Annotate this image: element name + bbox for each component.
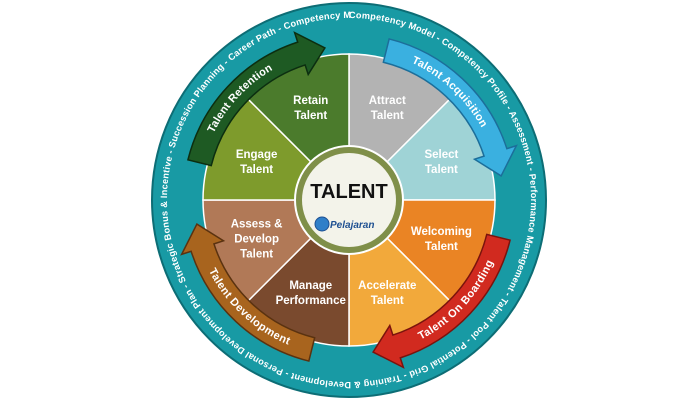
segment-label-line: Talent [294, 110, 327, 122]
segment-label-line: Performance [276, 295, 346, 307]
arrow-3 [187, 31, 326, 167]
segment-label-line: Assess & [231, 218, 283, 230]
segment-label-line: Talent [425, 164, 458, 176]
arrow-1 [372, 233, 511, 369]
segment-label-line: Manage [289, 280, 332, 292]
globe-icon [314, 216, 330, 232]
segment-label-line: Retain [293, 95, 328, 107]
segment-label-line: Develop [234, 233, 279, 245]
segment-label-line: Engage [236, 149, 278, 161]
center-title: TALENT [310, 181, 387, 203]
pelajaran-logo: Pelajaran [314, 216, 374, 232]
arrow-0 [382, 38, 518, 177]
segment-label-line: Talent [240, 164, 273, 176]
segment-label-line: Talent [371, 295, 404, 307]
arrow-2 [180, 223, 316, 362]
segment-label-line: Select [424, 149, 458, 161]
logo-text: Pelajaran [330, 220, 374, 231]
center-hub: TALENT Pelajaran [294, 145, 404, 255]
segment-label-line: Accelerate [358, 280, 416, 292]
segment-label-line: Talent [240, 248, 273, 260]
segment-label-line: Talent [425, 241, 458, 253]
segment-label-line: Attract [369, 95, 406, 107]
segment-label-line: Welcoming [411, 226, 472, 238]
segment-label-line: Talent [371, 110, 404, 122]
